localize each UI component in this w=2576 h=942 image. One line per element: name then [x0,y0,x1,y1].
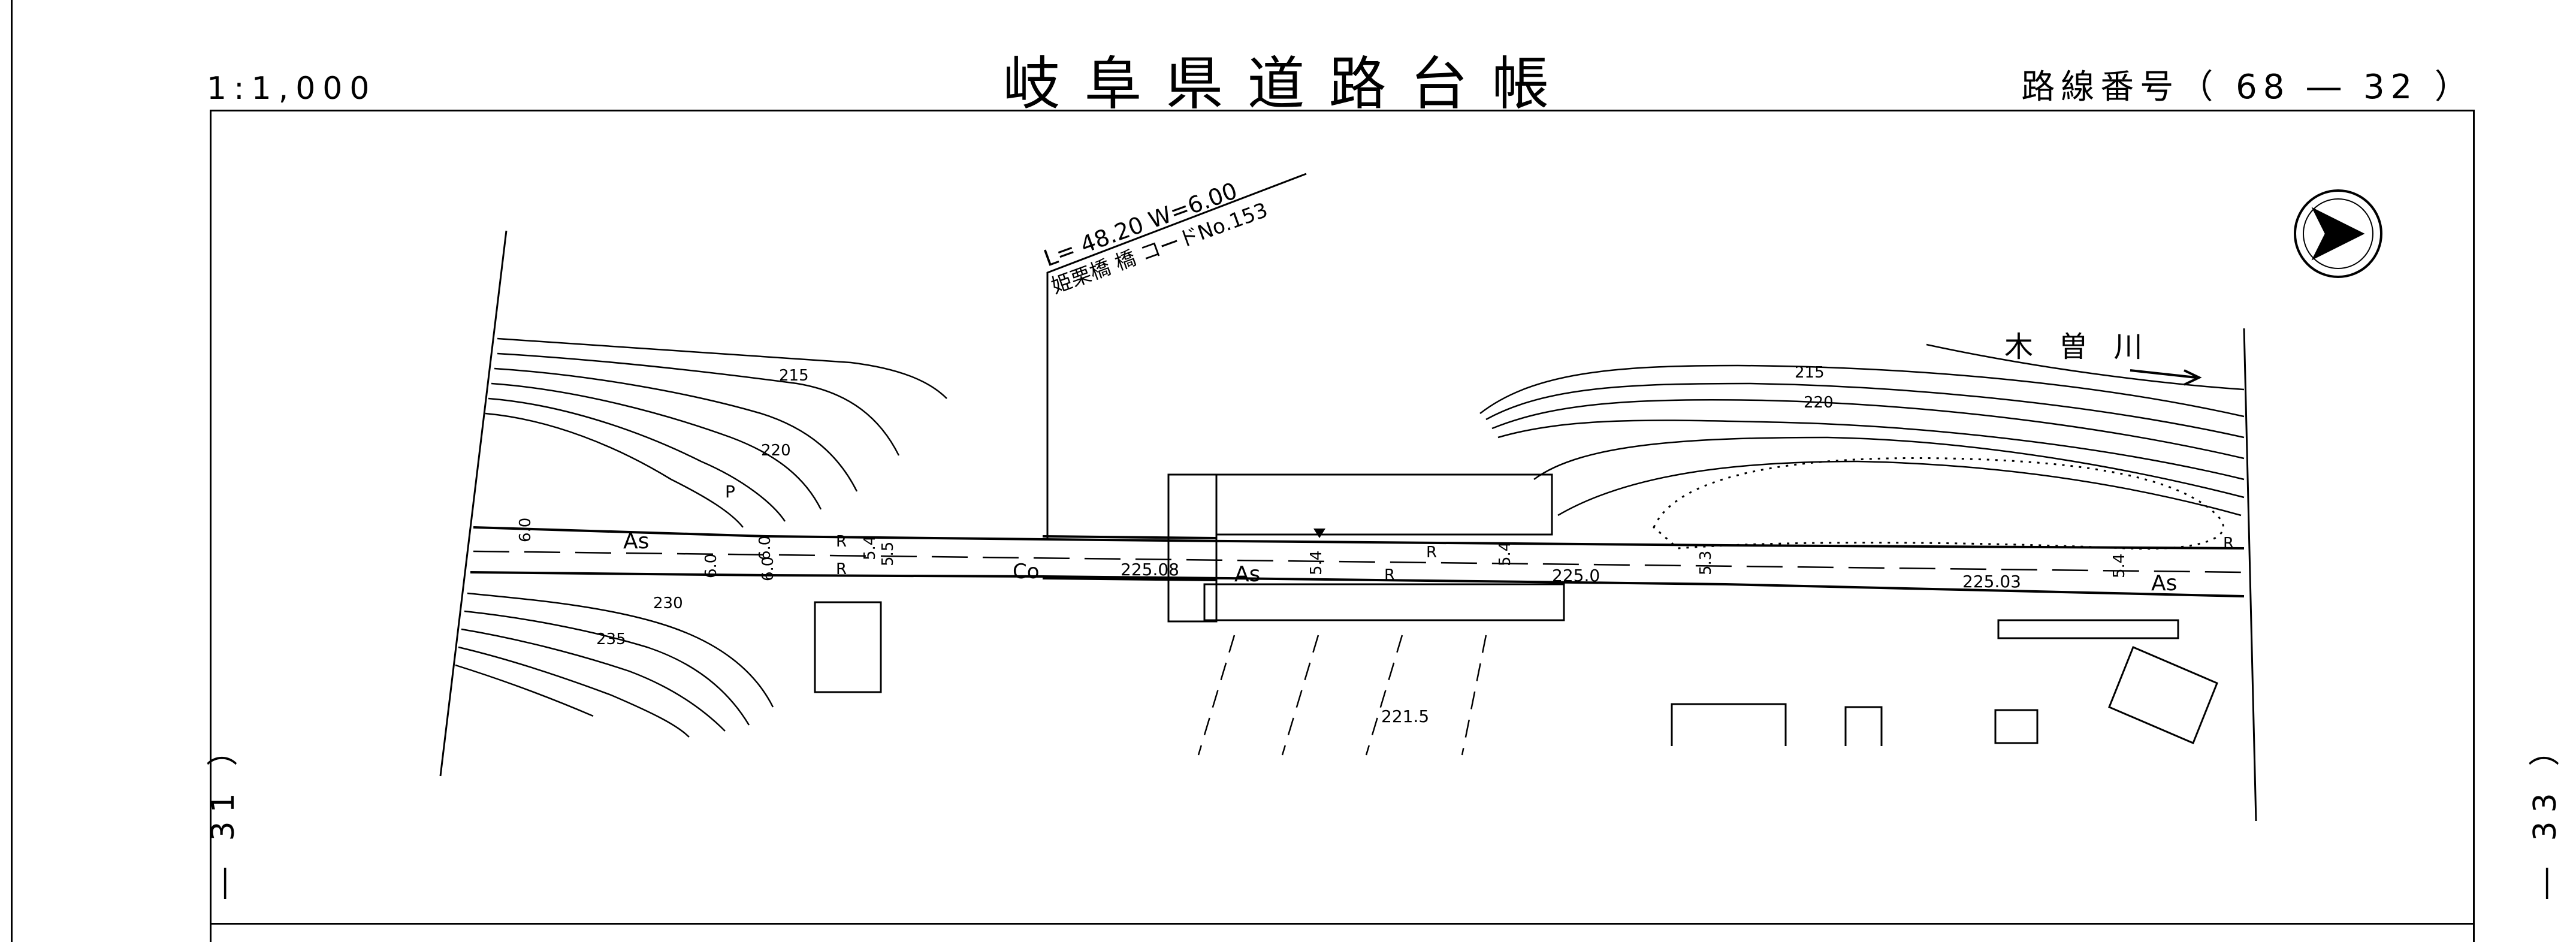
map-frame [210,110,2475,942]
width-4: 6.0 [759,557,777,581]
embankment-hatch-south [1203,583,1565,621]
contours-north-left [485,337,947,528]
survey-area-left-edge [439,230,508,777]
surface-co: Co [1013,560,1040,584]
elevation-3: 225.03 [1962,572,2021,591]
elevation-4: 221.5 [1381,707,1429,726]
sheet-left-edge [11,0,13,942]
benchmark-triangle-icon [1313,529,1325,538]
map-scale: 1:1,000 [207,71,377,107]
survey-area-right-edge [2243,328,2257,822]
wall-r-1: R [836,533,847,551]
width-2: 6.0 [702,554,720,578]
plain-outline [1653,457,2224,550]
map-frame-bottom-line [210,923,2475,925]
river-name: 木 曽 川 [2004,330,2151,364]
north-arrow-icon [2294,189,2382,278]
contours-north-right [1479,364,2245,517]
elevation-2: 225.0 [1552,566,1600,585]
contour-220-west: 220 [761,442,791,460]
field-lines [1197,635,1487,756]
page-title: 岐阜県道路台帳 [1002,50,1574,117]
contour-230: 230 [653,594,683,612]
width-1: 6.0 [517,518,534,542]
wall-r-3: R [1426,544,1437,561]
bridge-deck [1042,535,1217,581]
route-number: 路線番号（ 68 ― 32 ） [2021,68,2474,107]
river-bank-line [1926,343,2245,391]
wall-r-2: R [836,560,847,578]
wall-r-5: R [2223,535,2234,552]
surface-as-2: As [1234,562,1260,587]
parking-label: P [725,482,735,502]
contours-south-west [455,592,774,738]
width-6: 5.5 [879,542,897,566]
road-centerline [473,550,2245,573]
contour-215-west: 215 [779,367,809,385]
contour-215-east: 215 [1795,364,1825,382]
width-10: 5.4 [2110,554,2128,578]
surface-as-1: As [623,529,649,554]
bridge-leader-line [1046,173,1307,539]
contour-235: 235 [596,630,626,648]
surface-as-3: As [2151,571,2177,596]
width-5: 5.4 [861,536,879,560]
elevation-1: 225.08 [1121,560,1179,579]
buildings [814,601,2218,746]
width-3: 6.0 [756,536,774,560]
width-7: 5.4 [1307,551,1325,575]
bridge-abutment-west [1167,473,1218,623]
wall-r-4: R [1384,566,1395,584]
river-flow-arrow [2130,369,2197,379]
embankment-hatch-north [1215,473,1553,536]
width-8: 5.4 [1496,542,1514,566]
road-edges [470,526,2245,597]
width-9: 5.3 [1697,551,1715,575]
contour-220-east: 220 [1804,394,1834,412]
